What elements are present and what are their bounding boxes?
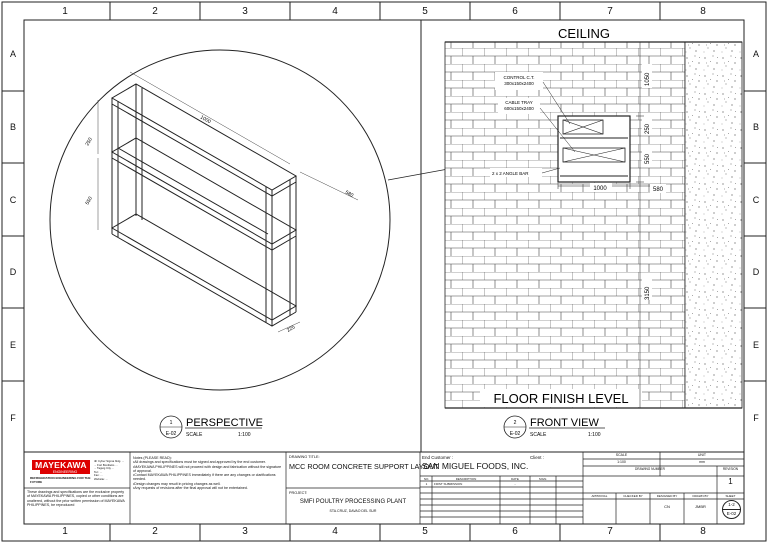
dim-top: 250 bbox=[85, 137, 94, 147]
perspective-title: PERSPECTIVE bbox=[186, 417, 263, 429]
sheet-code: E-02 bbox=[726, 511, 737, 516]
note-3: •Contact MAYEKAWA PHILIPPINES immediatel… bbox=[133, 473, 276, 482]
dim-1050: 1050 bbox=[645, 72, 651, 86]
designed-label: DESIGNED BY bbox=[656, 494, 678, 498]
perspective-label: 1 E-02 PERSPECTIVE SCALE 1:100 bbox=[159, 415, 263, 439]
front-view: CEILING FLOOR FINISH LEVEL CONTROL C.T. … bbox=[444, 26, 743, 409]
note-5: •Any requests of revisions after the fin… bbox=[133, 486, 248, 491]
dim-3150: 3150 bbox=[645, 286, 651, 300]
revision-label: REVISION bbox=[722, 467, 739, 471]
unit-label: UNIT bbox=[697, 453, 707, 457]
title-block bbox=[24, 452, 744, 524]
rev-row-no: 1 bbox=[425, 482, 428, 486]
rev-header-no: NO. bbox=[423, 477, 430, 481]
grid-ticks bbox=[2, 2, 766, 541]
company-name: MAYEKAWA bbox=[35, 460, 87, 470]
client-label: Client : bbox=[530, 455, 545, 460]
dim-550: 550 bbox=[645, 153, 651, 164]
drawn-value: JMBR bbox=[695, 504, 706, 509]
rev-header-date: DATE bbox=[511, 477, 519, 481]
note-1: •All drawings and specifications must be… bbox=[133, 460, 266, 465]
scale-value: 1:100 bbox=[617, 460, 626, 464]
angle-bar-label: 2 x 2 ANGLE BAR bbox=[492, 171, 529, 176]
dim-depth: 580 bbox=[344, 190, 354, 199]
tray-label-2: 600x150x2400 bbox=[504, 106, 534, 111]
front-view-number: 2 bbox=[514, 420, 517, 426]
company-address: 4F Cyber Sigma bldg. ... ... Fort Bonifa… bbox=[94, 459, 125, 481]
dim-580: 580 bbox=[653, 187, 664, 193]
unit-value: mm bbox=[699, 460, 705, 464]
perspective-scale-value: 1:100 bbox=[238, 432, 251, 438]
dim-250: 250 bbox=[645, 123, 651, 134]
control-label-2: 300x150x2400 bbox=[504, 81, 534, 86]
control-label-1: CONTROL C.T. bbox=[503, 75, 534, 80]
dim-mid: 550 bbox=[85, 196, 94, 206]
project-location: STA.CRUZ, DAVAO DEL SUR bbox=[329, 509, 377, 513]
revision-value: 1 bbox=[728, 477, 733, 486]
notes: Notes (PLEASE READ): •All drawings and s… bbox=[133, 456, 285, 490]
drawing-number-label: DRAWING NUMBER bbox=[635, 467, 665, 471]
tray-label-1: CABLE TRAY bbox=[505, 100, 533, 105]
notes-title: Notes (PLEASE READ): bbox=[133, 456, 172, 460]
floor-label: FLOOR FINISH LEVEL bbox=[493, 391, 628, 406]
rev-row-desc: FIRST SUBMISSION bbox=[434, 482, 463, 486]
approval-label: APPROVAL bbox=[591, 494, 608, 498]
sheet-label: SHEET bbox=[725, 494, 736, 498]
rev-row-date: ... bbox=[513, 482, 517, 486]
note-4: •Design changes may result in pricing ch… bbox=[133, 481, 221, 486]
dim-post: 225 bbox=[286, 324, 296, 333]
designed-value: CN bbox=[664, 504, 670, 509]
company-logo bbox=[32, 460, 90, 470]
end-customer: SAN MIGUEL FOODS, INC. bbox=[422, 461, 529, 471]
company-tagline: REFRIGERATION ENGINEERING FOR THE FUTURE bbox=[30, 476, 91, 484]
rev-header-desc: DESCRIPTION bbox=[455, 477, 477, 481]
front-view-scale-label: SCALE bbox=[530, 432, 547, 438]
drawn-label: DRAWN BY bbox=[692, 494, 709, 498]
drawing-title: MCC ROOM CONCRETE SUPPORT LAYOUT bbox=[289, 462, 439, 471]
perspective-view: 1000 580 250 550 225 bbox=[49, 49, 391, 391]
front-view-label: 2 E-02 FRONT VIEW SCALE 1:100 bbox=[503, 415, 605, 439]
scale-label: SCALE bbox=[615, 453, 628, 457]
copyright-notice: These drawings and specifications are th… bbox=[27, 490, 125, 507]
dim-length: 1000 bbox=[199, 115, 212, 126]
company-sub: ENGINEERING bbox=[52, 470, 78, 474]
drawing-title-label: DRAWING TITLE: bbox=[289, 455, 320, 459]
checked-label: CHECKED BY bbox=[623, 494, 643, 498]
sheet-badge: 1-2 E-02 bbox=[722, 500, 741, 519]
sheet-value: 1-2 bbox=[723, 501, 740, 510]
dim-1000: 1000 bbox=[593, 186, 607, 192]
front-view-sheet: E-02 bbox=[510, 431, 521, 437]
rev-header-sign: SIGN. bbox=[538, 477, 548, 481]
note-2: •MAYEKAWA PHILIPPINES will not proceed w… bbox=[133, 464, 282, 473]
project-name: SMFI POULTRY PROCESSING PLANT bbox=[299, 499, 407, 505]
project-label: PROJECT: bbox=[289, 491, 308, 495]
ceiling-label: CEILING bbox=[558, 26, 610, 41]
front-view-title: FRONT VIEW bbox=[530, 417, 599, 429]
perspective-scale-label: SCALE bbox=[186, 432, 203, 438]
end-customer-label: End Customer : bbox=[422, 455, 454, 460]
perspective-number: 1 bbox=[170, 420, 173, 426]
perspective-sheet: E-02 bbox=[166, 431, 177, 437]
front-view-scale-value: 1:100 bbox=[588, 432, 601, 438]
